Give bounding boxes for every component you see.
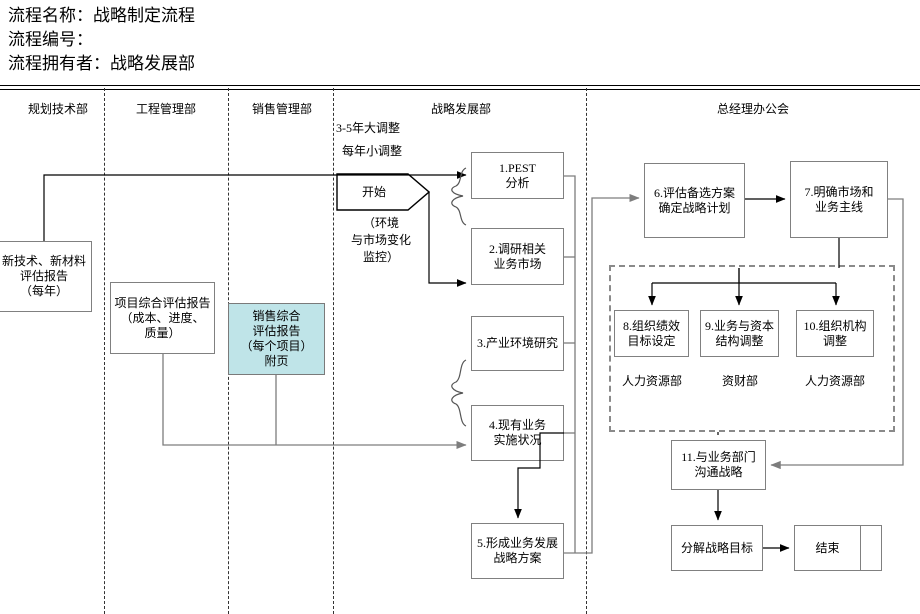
- doc-project-eval-line2: （成本、进度、: [120, 310, 205, 325]
- annotation-cycle-major: 3-5年大调整: [336, 121, 400, 135]
- lane-title-gm-office: 总经理办公会: [716, 102, 789, 116]
- start-node[interactable]: 开始: [336, 173, 431, 211]
- doc-new-tech-report[interactable]: 新技术、新材料 评估报告 （每年）: [0, 241, 92, 312]
- lane-title-sales-mgmt: 销售管理部: [251, 102, 312, 116]
- decompose-goal-label: 分解战略目标: [680, 540, 753, 555]
- doc-sales-eval-line2: 评估报告: [252, 324, 301, 338]
- step-7-line1: 7.明确市场和: [804, 184, 874, 199]
- start-note-line3: 监控）: [362, 250, 399, 264]
- process-step-1[interactable]: 1.PEST 分析: [471, 152, 564, 199]
- wire-start-to-research: [428, 192, 467, 287]
- step-6-line2: 确定战略计划: [658, 200, 731, 215]
- lane-title-engineering-mgmt: 工程管理部: [135, 102, 196, 116]
- step-4-line1: 4.现有业务: [488, 418, 546, 432]
- brace-upper: [451, 167, 467, 226]
- doc-new-tech-line2: 评估报告: [19, 269, 68, 283]
- doc-sales-eval-line3: （每个项目）: [240, 339, 313, 353]
- doc-sales-eval-report[interactable]: 销售综合 评估报告 （每个项目） 附页: [228, 303, 325, 375]
- header-rule: [0, 85, 920, 90]
- annotation-cycle-minor: 每年小调整: [342, 144, 403, 158]
- lane-divider-1: [104, 88, 105, 614]
- end-node-label: 结束: [815, 540, 840, 555]
- document-header: 流程名称：战略制定流程 流程编号： 流程拥有者：战略发展部: [8, 4, 708, 76]
- process-number-line: 流程编号：: [8, 30, 93, 49]
- owner-label-finance: 资财部: [721, 374, 758, 388]
- step-1-line2: 分析: [505, 175, 530, 190]
- step-8-line2: 目标设定: [627, 333, 676, 348]
- step-4-line2: 实施状况: [493, 433, 542, 447]
- step-2-line1: 2.调研相关: [488, 241, 546, 256]
- process-step-7[interactable]: 7.明确市场和 业务主线: [790, 161, 888, 238]
- process-step-10[interactable]: 10.组织机构 调整: [796, 310, 874, 357]
- step-9-line1: 9.业务与资本: [704, 318, 774, 333]
- lane-title-planning-tech: 规划技术部: [27, 102, 88, 116]
- process-step-6[interactable]: 6.评估备选方案 确定战略计划: [644, 163, 745, 238]
- step-11-line1: 11.与业务部门: [681, 450, 756, 464]
- process-owner-line: 流程拥有者：战略发展部: [8, 54, 195, 73]
- start-note-line2: 与市场变化: [350, 233, 411, 247]
- process-step-4[interactable]: 4.现有业务 实施状况: [471, 405, 564, 461]
- step-9-line2: 结构调整: [715, 333, 764, 348]
- process-step-3[interactable]: 3.产业环境研究: [471, 316, 564, 371]
- lane-title-strategy-dev: 战略发展部: [430, 102, 491, 116]
- step-8-line1: 8.组织绩效: [622, 318, 680, 333]
- end-node[interactable]: 结束: [794, 525, 861, 571]
- doc-project-eval-line3: 质量）: [144, 325, 181, 340]
- start-note-line1: （环境: [362, 216, 399, 230]
- doc-new-tech-line1: 新技术、新材料: [1, 254, 86, 268]
- doc-project-eval-line1: 项目综合评估报告: [114, 295, 211, 310]
- brace-lower: [451, 359, 467, 427]
- step-6-line1: 6.评估备选方案: [653, 185, 735, 200]
- step-5-line1: 5.形成业务发展: [476, 536, 558, 550]
- end-node-side-panel: [861, 525, 882, 571]
- doc-new-tech-line3: （每年）: [19, 284, 68, 298]
- step-1-line1: 1.PEST: [498, 160, 536, 175]
- doc-project-eval-report[interactable]: 项目综合评估报告 （成本、进度、 质量）: [110, 282, 215, 354]
- process-step-11[interactable]: 11.与业务部门 沟通战略: [671, 440, 766, 490]
- process-step-2[interactable]: 2.调研相关 业务市场: [471, 228, 564, 285]
- process-name-line: 流程名称：战略制定流程: [8, 6, 195, 25]
- process-step-8[interactable]: 8.组织绩效 目标设定: [614, 310, 689, 357]
- step-11-line2: 沟通战略: [694, 465, 743, 479]
- step-2-line2: 业务市场: [493, 256, 542, 271]
- step-5-line2: 战略方案: [493, 551, 542, 565]
- step-10-line2: 调整: [822, 333, 847, 348]
- step-3-line1: 3.产业环境研究: [476, 336, 558, 350]
- process-step-9[interactable]: 9.业务与资本 结构调整: [700, 310, 779, 357]
- owner-label-hr-left: 人力资源部: [621, 374, 682, 388]
- step-10-line1: 10.组织机构: [803, 318, 867, 333]
- doc-sales-eval-line1: 销售综合: [252, 309, 301, 323]
- process-step-5[interactable]: 5.形成业务发展 战略方案: [471, 523, 564, 579]
- lane-divider-4: [586, 88, 587, 614]
- bus-step1-down: [564, 175, 576, 553]
- doc-sales-eval-line4: 附页: [264, 354, 289, 368]
- start-node-label: 开始: [361, 185, 386, 199]
- owner-label-hr-right: 人力资源部: [804, 374, 865, 388]
- step-7-line2: 业务主线: [814, 199, 863, 214]
- lane-divider-3: [333, 88, 334, 614]
- decompose-goal-node[interactable]: 分解战略目标: [671, 525, 763, 571]
